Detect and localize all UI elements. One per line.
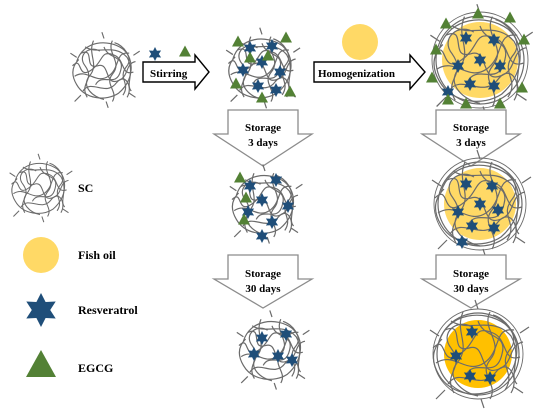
- sc-complex-30-days: [236, 309, 311, 391]
- resveratrol-free-icon: [148, 47, 162, 61]
- storage-3d-right-duration: 3 days: [456, 137, 486, 149]
- homogenization-label: Homogenization: [318, 68, 395, 80]
- sc-complex-3-days: [229, 163, 304, 245]
- egcg-free-icon: [179, 45, 191, 57]
- storage-3d-left-duration: 3 days: [248, 137, 278, 149]
- sc-complex-fresh: [225, 27, 301, 109]
- storage-arrow-30d-right: Storage 30 days: [419, 254, 523, 309]
- legend-sc-label: SC: [78, 181, 93, 195]
- sc-network-initial: [69, 31, 141, 109]
- storage-30d-right-title: Storage: [453, 268, 489, 280]
- stirring-arrow: Stirring: [142, 53, 210, 91]
- storage-3d-left-title: Storage: [245, 122, 281, 134]
- emulsion-droplet-3-days: [431, 149, 532, 259]
- legend-egcg-icon: [26, 350, 56, 377]
- emulsion-droplet-30-days: [429, 299, 530, 409]
- storage-arrow-3d-left: Storage 3 days: [211, 109, 315, 167]
- legend-fish-oil-label: Fish oil: [78, 248, 116, 262]
- legend-resveratrol-label: Resveratrol: [78, 303, 138, 317]
- storage-3d-right-title: Storage: [453, 122, 489, 134]
- legend-resveratrol-icon: [26, 293, 56, 327]
- fish-oil-droplet-icon: [342, 24, 378, 60]
- storage-arrow-30d-left: Storage 30 days: [211, 254, 315, 309]
- storage-arrow-3d-right: Storage 3 days: [419, 109, 523, 167]
- stirring-label: Stirring: [150, 68, 188, 80]
- legend-egcg-label: EGCG: [78, 361, 113, 375]
- legend-sc-icon: [9, 153, 73, 223]
- legend: SC Fish oil Resveratrol EGCG: [9, 153, 138, 377]
- emulsion-droplet-fresh: [426, 3, 534, 117]
- homogenization-arrow: Homogenization: [313, 53, 426, 91]
- legend-fish-oil-icon: [23, 237, 59, 273]
- storage-30d-left-duration: 30 days: [245, 283, 281, 295]
- storage-30d-right-duration: 30 days: [453, 283, 489, 295]
- storage-30d-left-title: Storage: [245, 268, 281, 280]
